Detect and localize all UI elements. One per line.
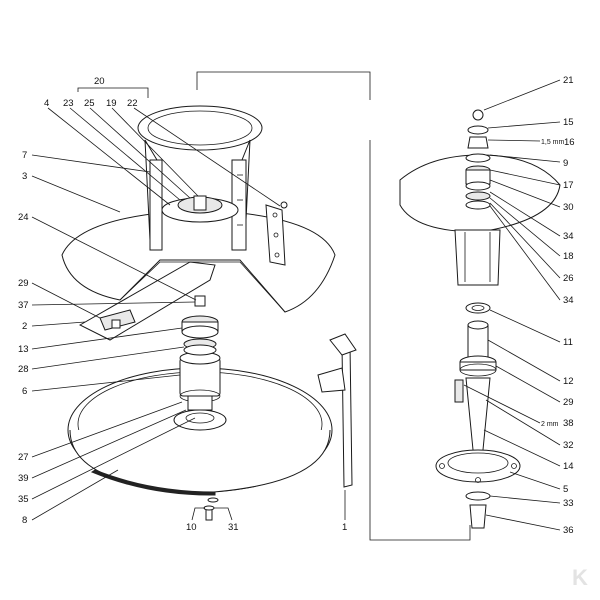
label-18: 18: [563, 251, 574, 262]
label-9: 9: [563, 158, 568, 169]
label-36: 36: [563, 525, 574, 536]
label-16: 16: [564, 137, 575, 148]
lever-1: [317, 333, 357, 488]
shim-38-thickness: 2 mm: [541, 421, 559, 428]
nut-37: [194, 295, 206, 307]
label-29-right: 29: [563, 397, 574, 408]
frame-bracket: [196, 71, 471, 541]
right-base-5: [435, 449, 521, 483]
hub-housing: [179, 351, 221, 411]
label-19: 19: [106, 98, 117, 109]
label-1: 1: [342, 522, 347, 533]
drum-disc: [67, 367, 333, 496]
label-2: 2: [22, 321, 27, 332]
shim-16-thickness: 1,5 mm: [541, 139, 565, 146]
bearing-stack: [181, 315, 219, 356]
label-20: 20: [94, 76, 105, 87]
upper-shield: [61, 209, 336, 313]
right-flange-29: [459, 355, 497, 377]
label-6: 6: [22, 386, 27, 397]
label-38: 38: [563, 418, 574, 429]
label-33: 33: [563, 498, 574, 509]
label-10: 10: [186, 522, 197, 533]
label-34-upper: 34: [563, 231, 574, 242]
label-24: 24: [18, 212, 29, 223]
hub-flange: [161, 195, 239, 223]
right-nut-33-36: [465, 491, 491, 529]
label-35: 35: [18, 494, 29, 505]
label-12: 12: [563, 376, 574, 387]
label-27: 27: [18, 452, 29, 463]
label-11: 11: [563, 337, 573, 348]
cylinder-guard: [137, 105, 263, 251]
label-7: 7: [22, 150, 27, 161]
label-37: 37: [18, 300, 29, 311]
side-bracket: [265, 201, 288, 266]
label-34-lower: 34: [563, 295, 574, 306]
right-ring-11: [465, 302, 491, 314]
label-28: 28: [18, 364, 29, 375]
label-23: 23: [63, 98, 74, 109]
label-15: 15: [563, 117, 574, 128]
label-39: 39: [18, 473, 29, 484]
label-31: 31: [228, 522, 239, 533]
blade-strap: [78, 261, 216, 341]
label-25: 25: [84, 98, 95, 109]
label-22: 22: [127, 98, 138, 109]
part-labels: 20 4 23 25 19 22 7 3 24 29 37 2 13 28 6 …: [18, 75, 575, 536]
label-30: 30: [563, 202, 574, 213]
bolt-10: [203, 497, 219, 521]
label-5: 5: [563, 484, 568, 495]
label-26: 26: [563, 273, 574, 284]
label-13: 13: [18, 344, 29, 355]
right-shaft-12: [467, 320, 489, 366]
label-3: 3: [22, 171, 27, 182]
label-32: 32: [563, 440, 574, 451]
right-taper-14: [454, 377, 491, 461]
label-21: 21: [563, 75, 574, 86]
label-8: 8: [22, 515, 27, 526]
label-4: 4: [44, 98, 49, 109]
brand-watermark-logo: K: [572, 565, 588, 590]
label-14: 14: [563, 461, 574, 472]
label-29-left: 29: [18, 278, 29, 289]
label-17: 17: [563, 180, 574, 191]
leader-lines: [31, 79, 561, 531]
right-bearing-stack: [465, 109, 491, 210]
